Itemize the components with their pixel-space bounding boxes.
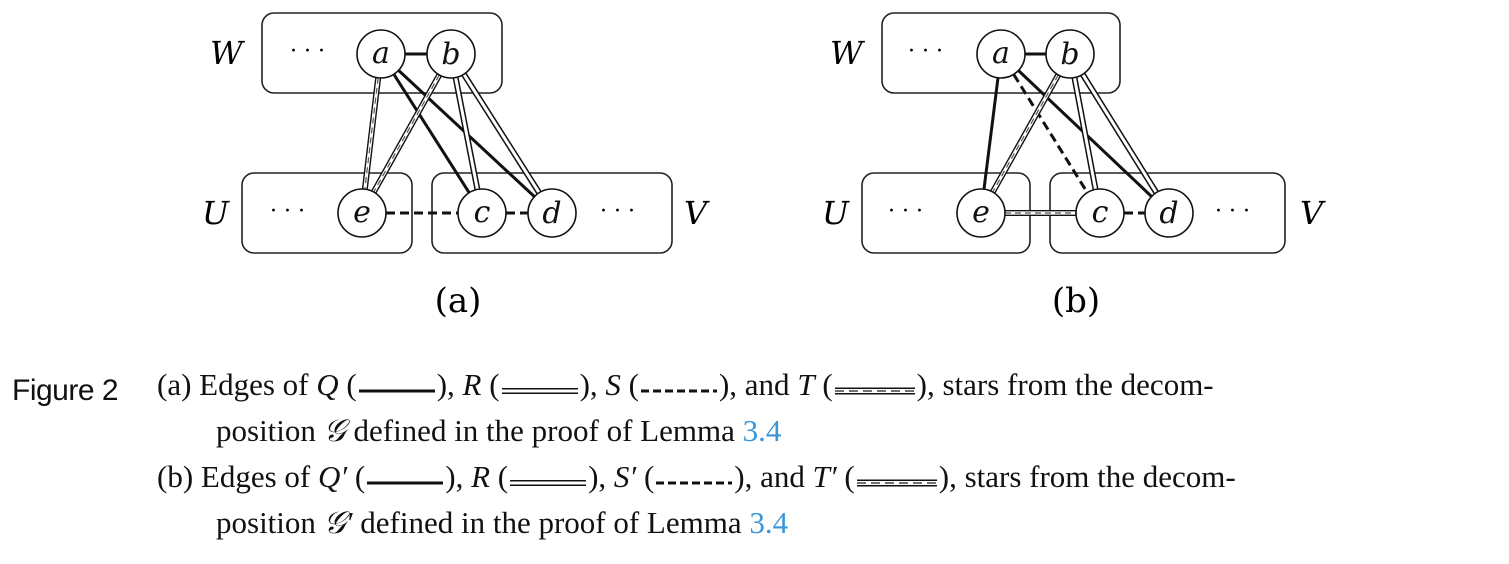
node-label-b: b xyxy=(441,37,460,72)
caption-item-b-line1: (b) Edges of Q′ (), R (), S′ (), and T′ … xyxy=(157,454,1236,503)
group-boxes xyxy=(241,12,673,254)
ellipsis-u: · · · xyxy=(270,199,305,224)
node-e: e xyxy=(956,188,1006,238)
edge-b-c xyxy=(1071,77,1099,190)
set-symbol-q: Q xyxy=(316,367,339,402)
group-label-v: V xyxy=(1300,194,1326,232)
node-label-e: e xyxy=(353,195,371,230)
node-label-c: c xyxy=(1092,195,1109,230)
node-b: b xyxy=(426,29,476,79)
edge-b-e xyxy=(371,73,442,194)
caption-text: defined in the proof of Lemma xyxy=(345,413,743,448)
edge-b-d xyxy=(461,72,542,195)
edge-b-e xyxy=(990,73,1061,194)
caption-text: , and xyxy=(729,367,798,402)
ellipsis-u: · · · xyxy=(888,199,923,224)
set-symbol-s-prime: S′ xyxy=(613,459,637,494)
legend-sample-double xyxy=(508,457,588,503)
node-b: b xyxy=(1045,29,1095,79)
caption-item-tag: (a) xyxy=(157,367,192,402)
ellipsis-v: · · · xyxy=(600,199,635,224)
caption-item-a-line1: (a) Edges of Q (), R (), S (), and T (),… xyxy=(157,362,1214,411)
lemma-reference-link[interactable]: 3.4 xyxy=(749,505,789,540)
node-d: d xyxy=(527,188,577,238)
caption-text: position xyxy=(216,413,324,448)
edge-a-c xyxy=(1012,73,1089,194)
legend-sample-double xyxy=(500,365,580,411)
decomposition-symbol-prime: 𝒢′ xyxy=(323,505,353,540)
node-label-a: a xyxy=(992,36,1010,71)
caption-text: , and xyxy=(744,459,813,494)
set-symbol-s: S xyxy=(605,367,621,402)
node-d: d xyxy=(1144,188,1194,238)
node-c: c xyxy=(457,188,507,238)
legend-sample-double-dashed xyxy=(833,365,917,411)
group-box-w xyxy=(261,12,503,94)
edge-b-c xyxy=(452,76,481,191)
caption-text: defined in the proof of Lemma xyxy=(352,505,750,540)
set-symbol-t-prime: T′ xyxy=(812,459,837,494)
caption-text: , stars from the decom- xyxy=(949,459,1236,494)
legend-sample-double-dashed xyxy=(855,457,939,503)
lemma-reference-link[interactable]: 3.4 xyxy=(742,413,782,448)
edges-layer xyxy=(361,52,542,215)
edge-a-e xyxy=(982,77,1000,190)
node-label-e: e xyxy=(972,195,990,230)
node-a: a xyxy=(976,29,1026,79)
node-c: c xyxy=(1075,188,1125,238)
node-a: a xyxy=(356,29,406,79)
set-symbol-r: R xyxy=(462,367,482,402)
caption-item-b-line2: position 𝒢′ defined in the proof of Lemm… xyxy=(216,500,788,546)
figure-a-sublabel: (a) xyxy=(435,281,482,321)
ellipsis-v: · · · xyxy=(1215,199,1250,224)
nodes-layer: a b c d e xyxy=(956,29,1194,238)
figure-a-diagram: a b c d e W U V · · · · · · · · · (a) xyxy=(202,12,710,321)
legend-sample-dashed xyxy=(639,365,719,411)
caption-text: Edges of xyxy=(200,459,318,494)
figure-b-sublabel: (b) xyxy=(1052,281,1100,321)
group-label-u: U xyxy=(822,194,850,232)
set-symbol-t: T xyxy=(797,367,815,402)
edge-a-c xyxy=(392,73,471,194)
figure-b-diagram: a b c d e W U V · · · · · · · · · (b) xyxy=(822,12,1326,321)
edges-layer xyxy=(982,52,1159,216)
ellipsis-w: · · · xyxy=(908,39,943,64)
group-label-w: W xyxy=(210,34,246,72)
group-label-w: W xyxy=(830,34,866,72)
nodes-layer: a b c d e xyxy=(337,29,577,238)
group-box-w xyxy=(881,12,1121,94)
edge-b-d xyxy=(1080,72,1159,195)
caption-item-a-line2: position 𝒢 defined in the proof of Lemma… xyxy=(216,408,781,454)
node-label-d: d xyxy=(1159,196,1178,231)
group-label-v: V xyxy=(684,194,710,232)
caption-text: position xyxy=(216,505,324,540)
caption-text: Edges of xyxy=(199,367,317,402)
decomposition-symbol: 𝒢 xyxy=(323,413,346,448)
node-label-a: a xyxy=(372,36,390,71)
set-symbol-r: R xyxy=(471,459,491,494)
legend-sample-dashed xyxy=(654,457,734,503)
legend-sample-solid xyxy=(357,365,437,411)
node-label-c: c xyxy=(474,195,491,230)
edge-a-e xyxy=(361,77,382,190)
node-e: e xyxy=(337,188,387,238)
figure-number: Figure 2 xyxy=(12,374,119,407)
set-symbol-q-prime: Q′ xyxy=(318,459,348,494)
caption-text: , stars from the decom- xyxy=(926,367,1214,402)
group-label-u: U xyxy=(202,194,230,232)
legend-sample-solid xyxy=(365,457,445,503)
node-label-b: b xyxy=(1060,37,1079,72)
ellipsis-w: · · · xyxy=(290,39,325,64)
caption-item-tag: (b) xyxy=(157,459,194,494)
group-box-u xyxy=(241,172,413,254)
node-label-d: d xyxy=(542,196,561,231)
